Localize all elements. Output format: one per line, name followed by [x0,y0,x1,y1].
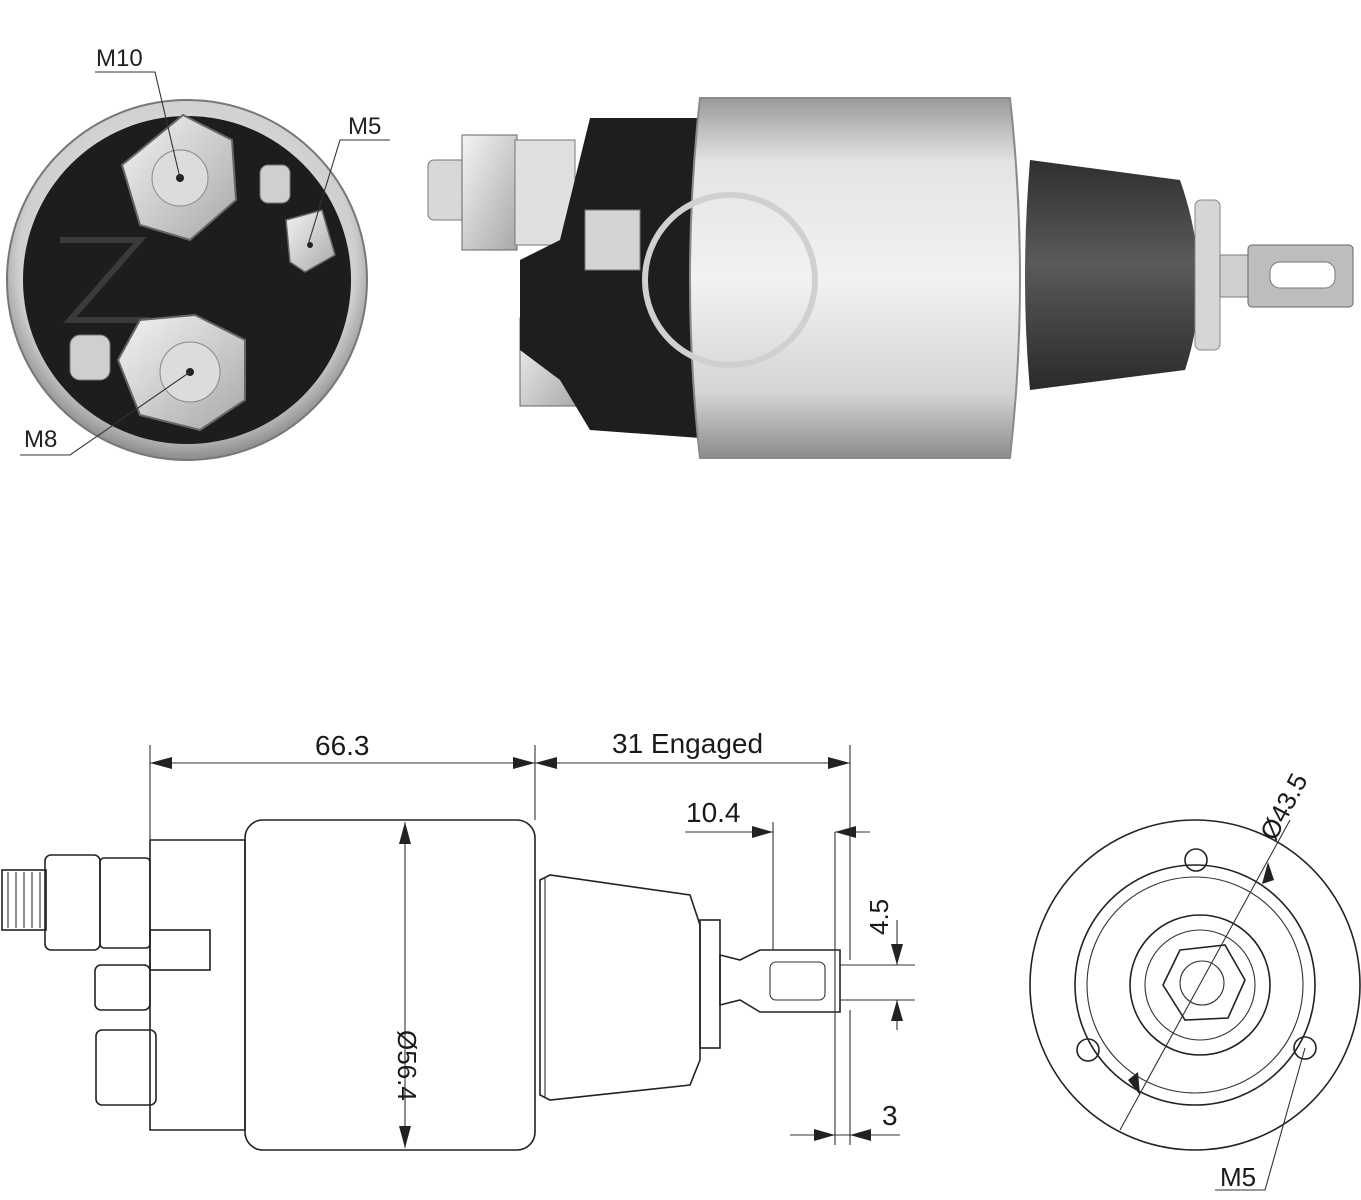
lower-bushing [69,334,111,381]
drawing-body [244,819,536,1151]
side-view-photo [427,97,1354,459]
mount-hole-top [1184,848,1208,872]
rubber-boot [1025,160,1199,390]
label-m10: M10 [96,45,143,72]
boot-circle [1129,914,1271,1056]
dim-flange-diameter: Ø43.5 [1254,768,1314,845]
drawing-plunger [719,949,841,1013]
drawing-lower-nut [95,1029,157,1106]
mount-hole-left [1076,1038,1100,1062]
mount-hole-right [1293,1036,1317,1060]
dim-stroke-engaged: 31 Engaged [612,728,763,759]
stud-nut [461,134,518,251]
m5-terminal-nut [285,209,336,273]
plunger-neck [1219,254,1251,298]
end-elevation-drawing: Ø43.5 M5 [1029,768,1361,1192]
boot-collar [1194,199,1221,351]
dim-tab-thickness: 3 [882,1100,898,1131]
drawing-thread-stud [1,869,47,931]
watermark-logo [60,237,150,323]
cap-terminal [584,209,641,271]
black-cap [520,118,700,438]
plunger-slot [1269,261,1336,289]
label-m8: M8 [24,426,57,453]
dim-body-length: 66.3 [315,730,370,761]
drawing-boot [539,874,701,1101]
drawing-washer [99,857,151,949]
small-bushing [259,164,291,204]
drawing-nut [44,854,101,951]
outer-circle [1029,819,1361,1151]
side-elevation-drawing: 66.3 31 Engaged 10.4 4.5 Ø56.4 3 [1,728,915,1151]
watermark-circle [642,192,818,368]
label-mount-thread: M5 [1220,1162,1256,1192]
plunger-hex [1162,944,1246,1021]
label-m5: M5 [348,113,381,140]
end-view-photo: M10 M5 M8 [6,45,390,461]
dim-slot-width: 4.5 [864,899,894,935]
solenoid-body [689,97,1021,459]
dim-body-diameter: Ø56.4 [392,1030,422,1101]
flange-circle [1074,864,1316,1106]
drawing-cap [149,839,246,1131]
dim-plunger-length: 10.4 [686,797,741,828]
